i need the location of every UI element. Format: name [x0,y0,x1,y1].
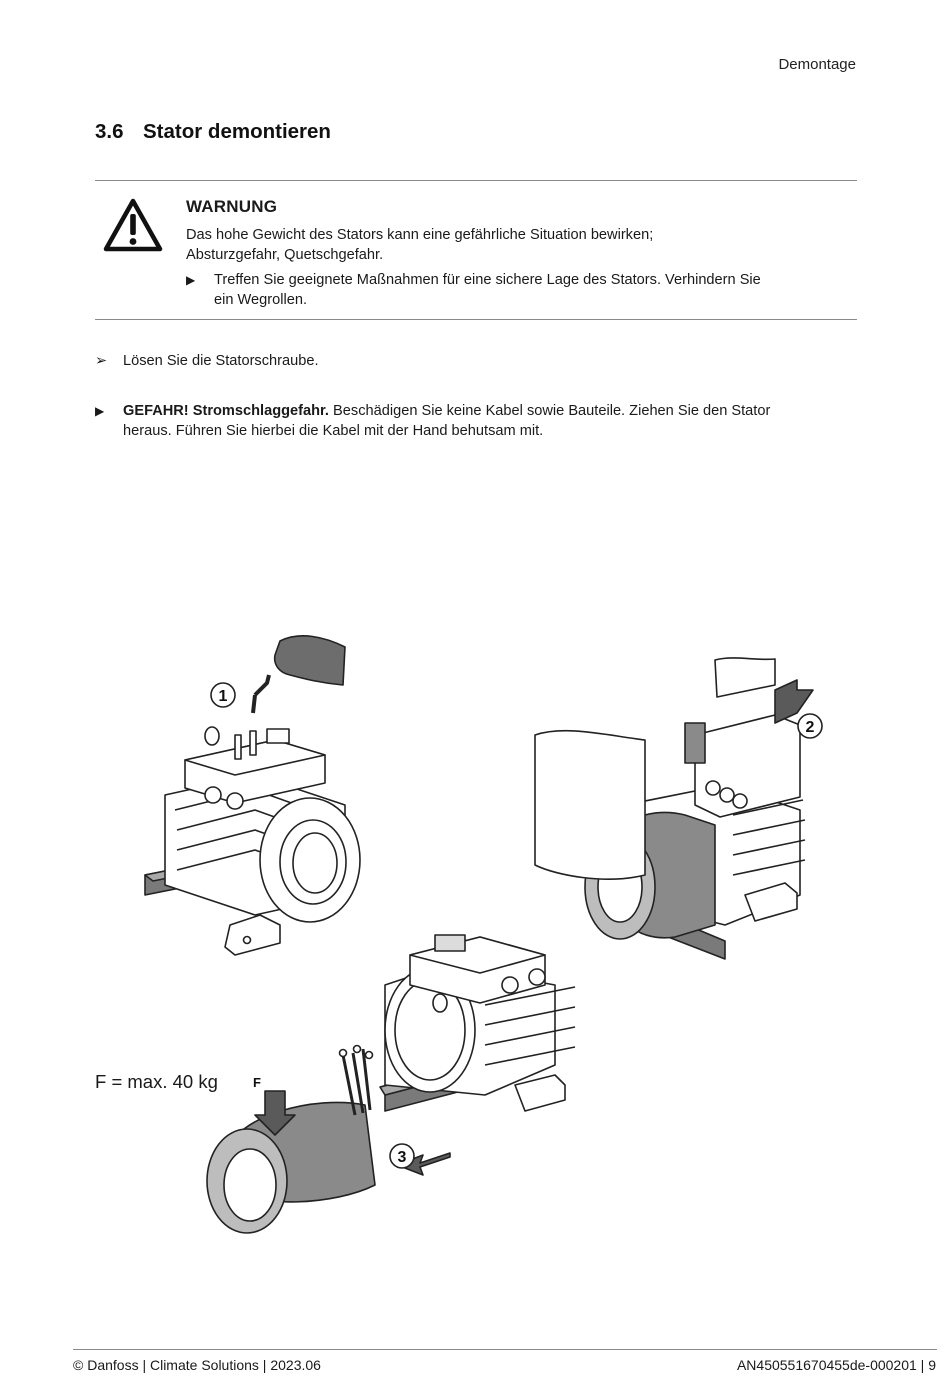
triangle-bullet-icon: ▶ [95,404,105,418]
motor-housing-2 [534,657,823,960]
force-label: F = max. 40 kg [95,1071,218,1092]
callout-2: 2 [806,719,815,736]
footer-copyright: © Danfoss | Climate Solutions | 2023.06 [73,1357,321,1373]
warning-title: WARNUNG [186,197,278,216]
step-2-text: Beschädigen Sie keine Kabel sowie Bautei… [123,403,771,439]
footer-divider [73,1349,937,1350]
force-symbol: F [253,1075,261,1090]
arrow-bullet-icon: ➢ [95,353,108,369]
motor-housing-3 [379,934,576,1112]
warning-action: ▶ Treffen Sie geeignete Maßnahmen für ei… [186,270,774,310]
page-title: 3.6 Stator demontieren [95,120,331,144]
step-1: ➢ Lösen Sie die Statorschraube. [95,351,319,371]
callout-3: 3 [398,1149,407,1166]
warning-bottom-divider [95,319,857,320]
callout-1: 1 [219,688,228,705]
triangle-bullet-icon: ▶ [186,273,196,287]
warning-text: Das hohe Gewicht des Stators kann eine g… [186,227,654,263]
warning-top-divider [95,180,857,181]
section-title: Stator demontieren [143,120,331,143]
step-1-text: Lösen Sie die Statorschraube. [123,353,319,369]
danger-label: GEFAHR! Stromschlaggefahr. [123,403,329,419]
warning-action-text: Treffen Sie geeignete Maßnahmen für eine… [214,272,761,308]
section-number: 3.6 [95,120,124,143]
motor-housing-1 [144,726,361,956]
section-header: Demontage [778,56,856,73]
stator-removal-illustration: 1 2 3 F [144,635,823,1234]
footer-doc-id: AN450551670455de-000201 | 9 [736,1357,936,1373]
stator-component [206,1044,376,1234]
warning-triangle-icon [103,198,163,252]
step-2: ▶ GEFAHR! Stromschlaggefahr. Beschädigen… [95,401,803,441]
